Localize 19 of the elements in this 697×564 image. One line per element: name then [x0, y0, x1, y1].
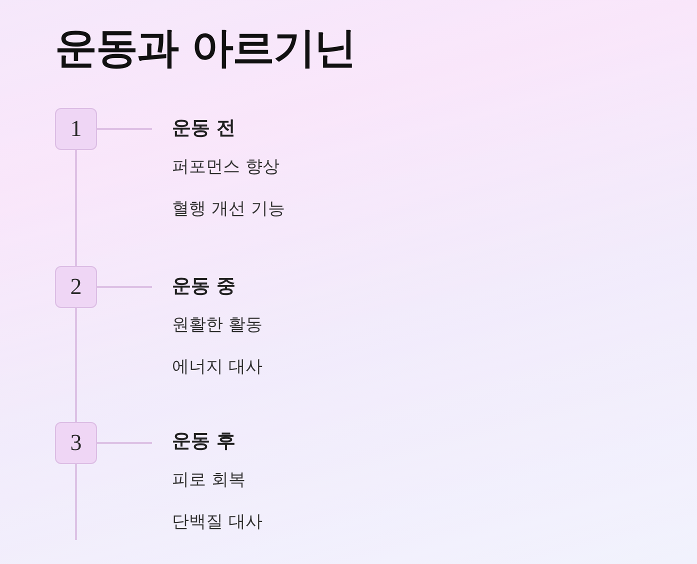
step-heading: 운동 후 — [172, 429, 236, 454]
connector-line — [75, 464, 77, 540]
connector-line — [97, 286, 152, 288]
number-box: 2 — [55, 266, 97, 308]
step-heading: 운동 전 — [172, 116, 236, 141]
number-box: 1 — [55, 108, 97, 150]
connector-line — [97, 442, 152, 444]
connector-line — [75, 308, 77, 422]
connector-line — [75, 150, 77, 266]
number-box: 3 — [55, 422, 97, 464]
step-item: 혈행 개선 기능 — [172, 198, 285, 221]
step-item: 원활한 활동 — [172, 314, 262, 337]
step-item: 퍼포먼스 향상 — [172, 156, 280, 179]
step-item: 에너지 대사 — [172, 356, 262, 379]
step-heading: 운동 중 — [172, 274, 236, 299]
step-item: 피로 회복 — [172, 469, 246, 492]
title: 운동과 아르기닌 — [55, 22, 356, 74]
connector-line — [97, 128, 152, 130]
step-item: 단백질 대사 — [172, 511, 262, 534]
